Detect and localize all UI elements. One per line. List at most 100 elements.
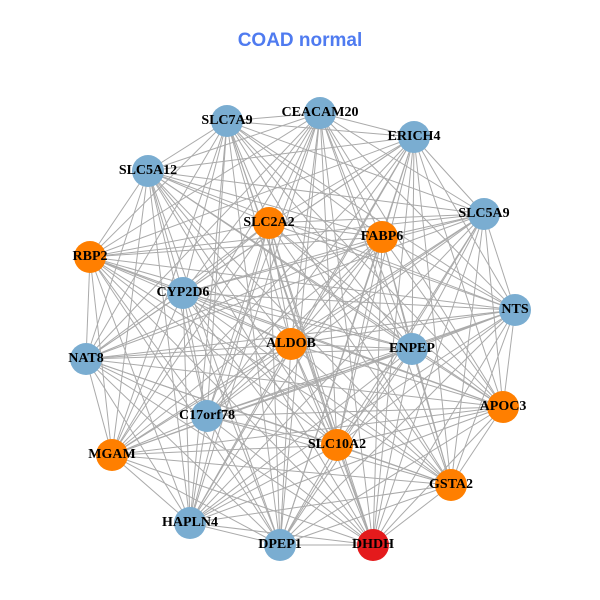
edge (319, 112, 485, 215)
edge (413, 136, 485, 215)
edge (147, 170, 270, 224)
edge (182, 292, 504, 408)
node-label: NAT8 (68, 351, 104, 366)
edge (319, 112, 504, 408)
node-label: C17orf78 (179, 408, 235, 423)
node-label: SLC5A9 (458, 206, 509, 221)
node-label: DHDH (352, 537, 394, 552)
edge (189, 484, 452, 524)
edge (206, 415, 338, 446)
node-label: MGAM (88, 447, 135, 462)
edge (206, 309, 516, 417)
edge (381, 236, 504, 408)
edge (182, 112, 321, 294)
edge (85, 343, 292, 360)
node-slc7a9[interactable] (211, 105, 243, 137)
edge (319, 112, 338, 446)
edge (413, 136, 504, 408)
node-apoc3[interactable] (487, 391, 519, 423)
edge (226, 120, 270, 224)
edge (111, 136, 415, 456)
edge (268, 112, 321, 224)
edge (85, 256, 91, 360)
node-aldob[interactable] (275, 328, 307, 360)
node-gsta2[interactable] (435, 469, 467, 501)
node-c17orf78[interactable] (191, 400, 223, 432)
edge (206, 236, 383, 417)
node-rbp2[interactable] (74, 241, 106, 273)
edge (189, 213, 485, 524)
edge (89, 256, 281, 546)
node-nts[interactable] (499, 294, 531, 326)
edge (372, 309, 516, 546)
node-erich4[interactable] (398, 121, 430, 153)
edge (372, 484, 452, 546)
node-label: SLC5A12 (119, 163, 177, 178)
node-slc5a9[interactable] (468, 198, 500, 230)
edge (268, 213, 485, 224)
node-label: CYP2D6 (157, 285, 210, 300)
node-dhdh[interactable] (357, 529, 389, 561)
edge (182, 120, 228, 294)
node-slc2a2[interactable] (253, 207, 285, 239)
node-dpep1[interactable] (264, 529, 296, 561)
edge (450, 309, 516, 486)
node-label: SLC7A9 (201, 113, 252, 128)
node-label: NTS (501, 302, 528, 317)
edge (336, 444, 452, 486)
edge (85, 348, 413, 360)
node-slc5a12[interactable] (132, 155, 164, 187)
edge (85, 358, 191, 524)
node-hapln4[interactable] (174, 507, 206, 539)
edge (336, 309, 516, 446)
edge (411, 213, 485, 350)
edge (290, 309, 516, 345)
edge (189, 309, 516, 524)
edge (111, 406, 504, 456)
node-nat8[interactable] (70, 343, 102, 375)
edge (111, 454, 374, 546)
edge (268, 222, 452, 486)
edge (89, 256, 413, 350)
edge (206, 415, 281, 546)
node-label: SLC2A2 (243, 215, 294, 230)
edge (85, 213, 485, 360)
node-ceacam20[interactable] (304, 97, 336, 129)
edge (189, 348, 413, 524)
edge (279, 343, 292, 546)
node-label: DPEP1 (258, 537, 302, 552)
edge (111, 292, 184, 456)
edge (89, 222, 270, 258)
edge (147, 112, 321, 172)
edge (182, 292, 338, 446)
node-mgam[interactable] (96, 439, 128, 471)
edge (189, 406, 504, 524)
edge (89, 236, 383, 258)
edge (111, 348, 413, 456)
edge (372, 136, 415, 546)
edge (206, 343, 292, 417)
edge (111, 222, 270, 456)
edge (147, 170, 191, 524)
edge (279, 406, 504, 546)
edge (147, 170, 292, 345)
edge (411, 348, 504, 408)
edge (189, 112, 321, 524)
node-cyp2d6[interactable] (167, 277, 199, 309)
edge (226, 120, 485, 215)
node-label: ALDOB (266, 336, 316, 351)
nodes-layer (70, 97, 531, 561)
edge (85, 292, 184, 360)
edge (411, 348, 452, 486)
edges-layer (85, 112, 516, 546)
edge (268, 136, 415, 224)
node-slc10a2[interactable] (321, 429, 353, 461)
node-enpep[interactable] (396, 333, 428, 365)
edge (483, 213, 504, 408)
edge (206, 406, 504, 417)
edge (268, 222, 516, 311)
node-fabp6[interactable] (366, 221, 398, 253)
edge (279, 444, 338, 546)
edge (319, 112, 383, 238)
